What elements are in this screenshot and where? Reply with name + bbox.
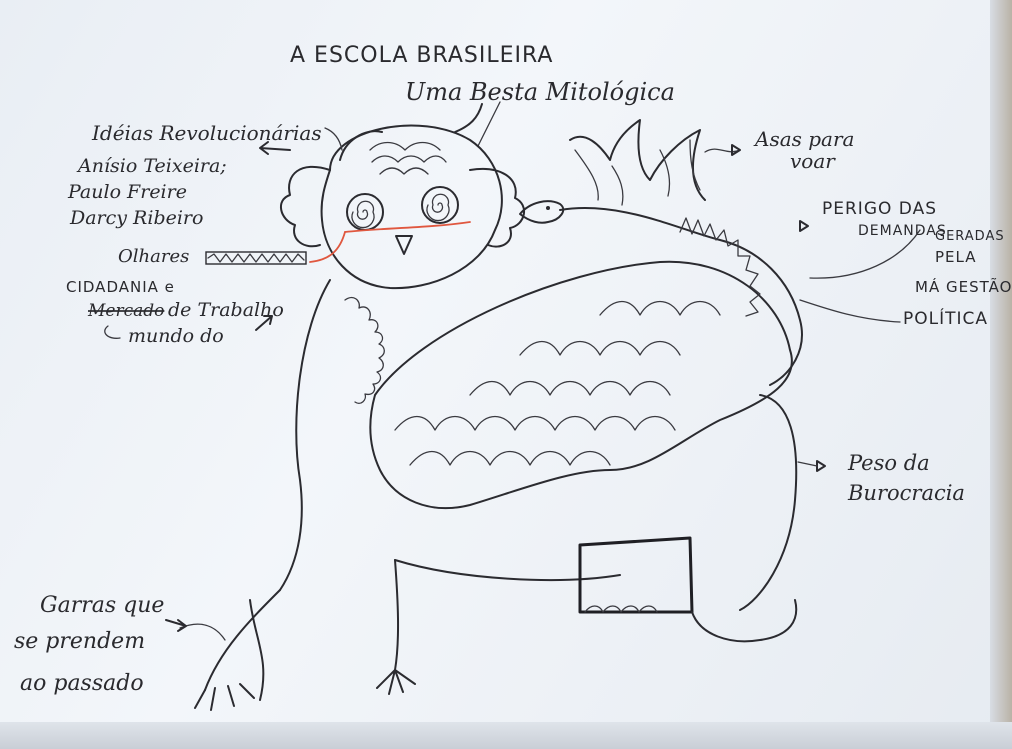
ideias-name-2: Paulo Freire bbox=[67, 181, 187, 203]
perigo-line2: DEMANDAS bbox=[858, 223, 947, 239]
scribble-out bbox=[208, 254, 304, 262]
olhares-label: Olhares bbox=[118, 246, 189, 267]
peso-pointer bbox=[798, 462, 817, 466]
title: A ESCOLA BRASILEIRA bbox=[290, 43, 553, 68]
mundo-do-label: mundo do bbox=[128, 325, 224, 347]
trabalho-label: de Trabalho bbox=[168, 299, 284, 321]
ideias-heading: Idéias Revolucionárias bbox=[91, 121, 322, 145]
asas-line1: Asas para bbox=[753, 127, 854, 151]
peso-arrowhead bbox=[817, 461, 825, 471]
perigo-leader-2 bbox=[800, 300, 900, 322]
perigo-line3: GERADAS bbox=[935, 229, 1005, 244]
insert-caret bbox=[105, 326, 120, 338]
perigo-line1: PERIGO DAS bbox=[822, 199, 937, 219]
perigo-line4: PELA bbox=[935, 248, 977, 266]
ideias-pointer bbox=[325, 128, 342, 150]
garras-line2: se prendem bbox=[14, 629, 145, 654]
perigo-arrowhead bbox=[800, 221, 808, 231]
beast-body bbox=[195, 120, 802, 710]
peso-line2: Burocracia bbox=[847, 481, 965, 505]
ideias-name-1: Anísio Teixeira; bbox=[76, 155, 227, 177]
perigo-line5: MÁ GESTÃO bbox=[915, 277, 1012, 296]
subtitle: Uma Besta Mitológica bbox=[405, 78, 675, 106]
mercado-crossed: Mercado bbox=[87, 301, 164, 321]
asas-arrowhead bbox=[732, 145, 740, 155]
garras-line1: Garras que bbox=[40, 593, 164, 618]
perigo-line6: POLÍTICA bbox=[903, 307, 988, 329]
peso-line1: Peso da bbox=[847, 451, 930, 475]
asas-pointer bbox=[705, 149, 740, 152]
ideias-name-3: Darcy Ribeiro bbox=[69, 207, 203, 229]
asas-line2: voar bbox=[790, 149, 836, 173]
garras-line3: ao passado bbox=[20, 671, 144, 696]
garras-arrow bbox=[166, 620, 186, 631]
cidadania-label: CIDADANIA e bbox=[66, 278, 175, 296]
